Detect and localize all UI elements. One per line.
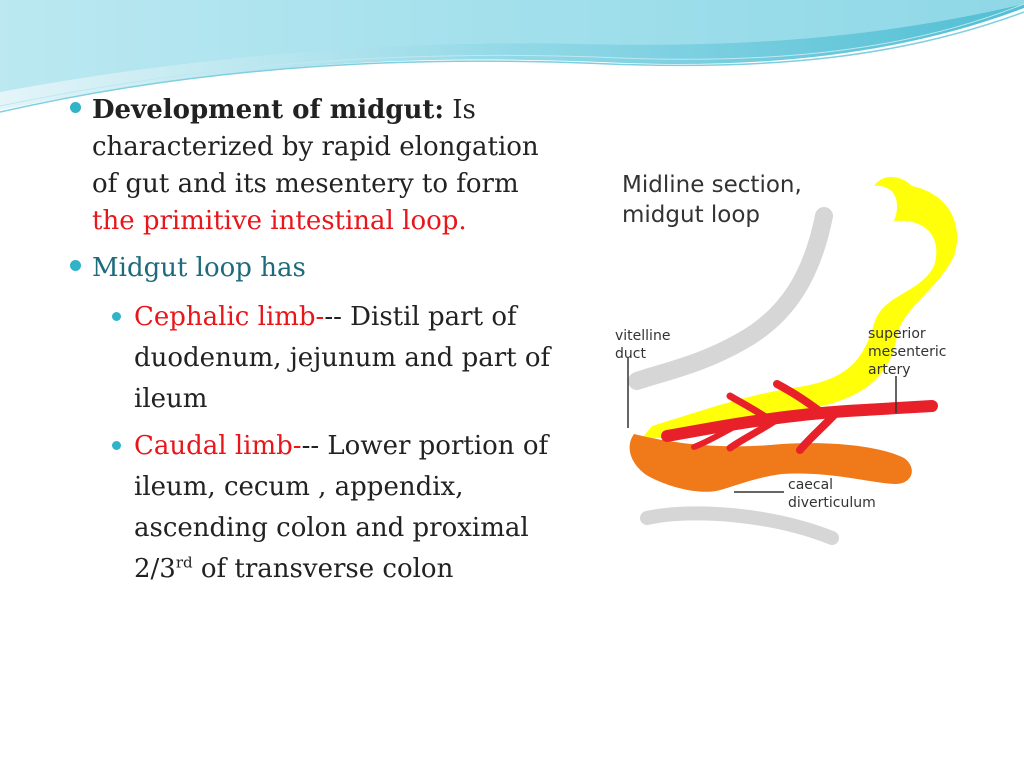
bullet-dot [70,102,81,113]
sub-bullet-text: -- Distil part of duodenum, jejunum and … [134,302,551,414]
ordinal-suffix: rd [175,553,193,572]
header-wave-decoration [0,0,1024,113]
bullet-text: Is characterized by rapid elongation of … [92,95,539,199]
sub-bullet-text-end: of transverse colon [192,554,454,584]
bullet-text: Midgut loop has [92,253,306,283]
midgut-loop-diagram: Midline section, midgut loop vitelline d… [612,166,992,548]
slide-body: Development of midgut: Is characterized … [62,92,552,596]
sub-bullet-term: Caudal limb- [134,431,302,461]
sub-bullet-dot [112,441,121,450]
bullet-highlight: the primitive intestinal loop. [92,206,467,236]
superior-mesenteric-artery-shape [661,380,938,454]
label-sma-2: mesenteric [868,344,946,360]
label-caecal-2: diverticulum [788,495,876,511]
diagram-title-line2: midgut loop [622,202,760,228]
bullet-development: Development of midgut: Is characterized … [62,92,552,240]
sub-bullet-dot [112,312,121,321]
bullet-midgut-loop: Midgut loop has [62,250,552,287]
sub-bullet-cephalic: Cephalic limb--- Distil part of duodenum… [62,297,552,420]
sub-bullet-term: Cephalic limb- [134,302,325,332]
caecum-orange-shape [629,434,912,492]
bullet-heading: Development of midgut: [92,95,444,125]
sub-bullet-caudal: Caudal limb--- Lower portion of ileum, c… [62,426,552,590]
label-caecal-1: caecal [788,477,833,493]
sub-bullet-text: -- Lower portion of ileum, cecum , appen… [134,431,549,584]
bullet-dot [70,260,81,271]
midgut-yellow-shape [642,177,958,439]
label-sma-3: artery [868,362,910,378]
label-sma-1: superior [868,326,926,342]
lower-gut-shape [640,506,839,545]
label-vitelline-1: vitelline [615,328,670,344]
label-vitelline-2: duct [615,346,646,362]
diagram-title-line1: Midline section, [622,172,802,198]
vitelline-duct-shape [628,207,833,390]
